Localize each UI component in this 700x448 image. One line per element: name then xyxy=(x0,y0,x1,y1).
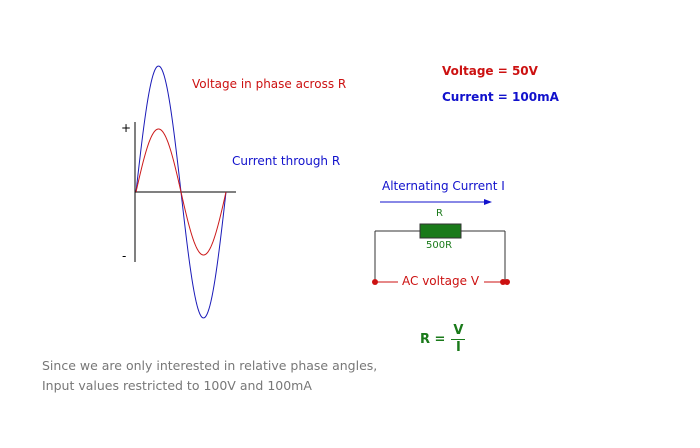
formula-numerator: V xyxy=(453,323,464,338)
voltage-value: Voltage = 50V xyxy=(442,64,538,78)
note-line-2: Input values restricted to 100V and 100m… xyxy=(42,378,312,393)
ohms-law-formula: R = V I xyxy=(420,323,466,355)
resistor-name: R xyxy=(436,208,443,219)
formula-fraction: V I xyxy=(451,323,466,355)
formula-denominator: I xyxy=(456,340,461,355)
current-through-label: Current through R xyxy=(232,154,341,168)
current-arrow-head xyxy=(484,199,492,205)
fraction-bar xyxy=(451,339,466,340)
current-wave xyxy=(135,128,227,256)
resistor-value: 500R xyxy=(426,240,453,251)
minus-sign: - xyxy=(122,249,127,263)
ac-voltage-label: AC voltage V xyxy=(402,274,480,288)
formula-lhs: R = xyxy=(420,332,446,347)
resistor xyxy=(419,223,462,239)
voltage-phase-label: Voltage in phase across R xyxy=(192,77,347,91)
plus-sign: + xyxy=(121,121,132,135)
alternating-current-label: Alternating Current I xyxy=(382,179,505,193)
terminal-right-2 xyxy=(504,279,510,285)
note-line-1: Since we are only interested in relative… xyxy=(42,358,378,373)
terminal-left xyxy=(372,279,378,285)
current-value: Current = 100mA xyxy=(442,90,559,104)
